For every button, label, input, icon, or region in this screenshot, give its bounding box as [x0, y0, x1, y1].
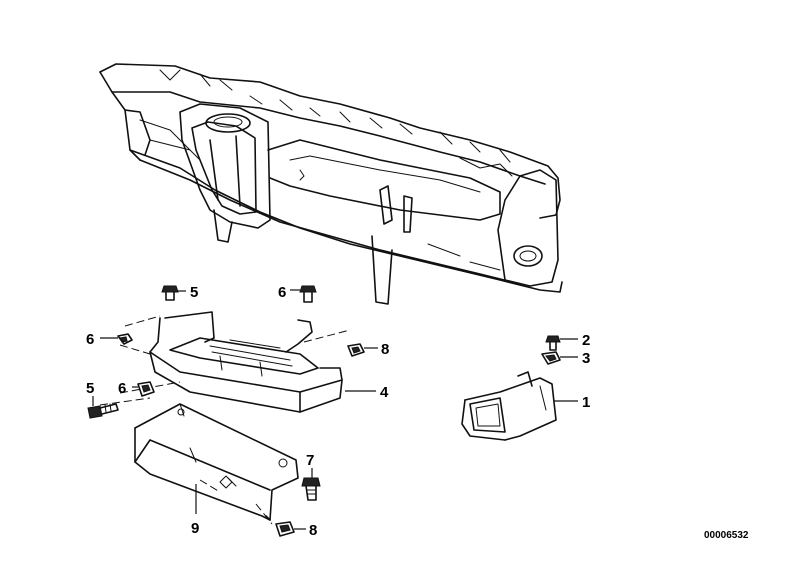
- callout-6-bottom: 6: [118, 380, 126, 397]
- air-duct-part: [99, 311, 351, 413]
- fastener-2: [545, 335, 561, 351]
- callout-3: 3: [582, 350, 590, 367]
- clip-3: [541, 351, 561, 365]
- callout-9: 9: [191, 520, 199, 537]
- fastener-5a: [161, 285, 179, 301]
- clip-8b: [275, 521, 295, 537]
- leader-lines: [92, 289, 578, 530]
- callout-8-bottom: 8: [309, 522, 317, 539]
- reference-number: 00006532: [704, 530, 749, 541]
- bracket-shield-part: [134, 403, 299, 525]
- fastener-7a: [299, 285, 317, 303]
- callout-8-top: 8: [381, 341, 389, 358]
- clip-6b: [137, 381, 155, 397]
- callout-1: 1: [582, 394, 590, 411]
- front-panel: [99, 63, 563, 305]
- callout-7-top: 6: [278, 284, 286, 301]
- callout-7-bottom: 7: [306, 452, 314, 469]
- callout-2: 2: [582, 332, 590, 349]
- clip-6a: [117, 333, 133, 345]
- bolt-7b: [301, 477, 321, 501]
- callout-6-left: 6: [86, 331, 94, 348]
- callout-5-bottom: 5: [86, 380, 94, 397]
- bolt-5b: [87, 403, 119, 419]
- callout-4: 4: [380, 384, 389, 401]
- clip-8a: [347, 343, 365, 357]
- callout-5-top: 5: [190, 284, 198, 301]
- duct-part: [461, 371, 557, 441]
